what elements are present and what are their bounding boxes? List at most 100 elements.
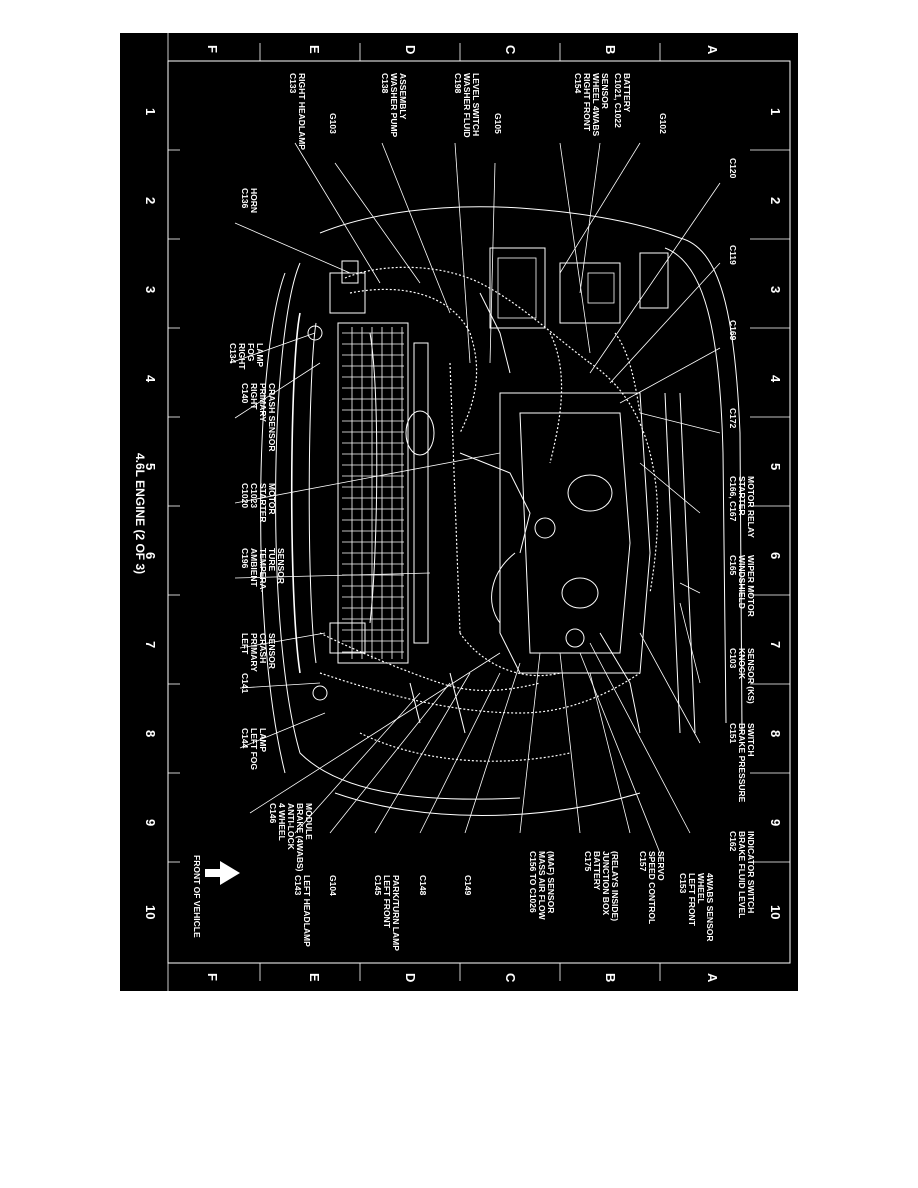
bottom-callout-2-line: RIGHT: [249, 383, 259, 410]
top-callout-9-line: WHEEL: [696, 873, 706, 904]
row-letter-f-bottom: F: [205, 973, 220, 981]
left-callout-4-line: C198: [453, 73, 463, 94]
top-callout-11-line: BATTERY: [592, 851, 602, 891]
bottom-callout-7-line: LEFT FOG: [249, 728, 259, 770]
bottom-callout-2-line: PRIMARY: [258, 383, 268, 422]
left-callout-7-line: RIGHT HEADLAMP: [297, 73, 307, 150]
top-callout-6-line: C103: [728, 648, 738, 669]
col-num-9-left: 9: [143, 819, 158, 826]
col-num-7-right: 7: [768, 641, 783, 648]
top-callout-5-line: C165: [728, 555, 738, 576]
top-callout-9-line: C153: [678, 873, 688, 894]
col-num-2-left: 2: [143, 197, 158, 204]
top-callout-13-line: C149: [463, 875, 473, 896]
left-callout-1-line: BATTERY: [622, 73, 632, 113]
left-callout-5-line: ASSEMBLY: [398, 73, 408, 120]
left-callout-4-line: LEVEL SWITCH: [471, 73, 481, 136]
bottom-callout-4-line: TURE: [267, 548, 277, 571]
bottom-callout-1-line: RIGHT: [237, 343, 247, 370]
left-callout-5-line: C138: [380, 73, 390, 94]
bottom-callout-4-line: AMBIENT: [249, 548, 259, 588]
left-callout-2-line: WHEEL 4WABS: [591, 73, 601, 136]
row-letter-c-bottom: C: [503, 973, 518, 983]
left-callout-3-line: G105: [493, 113, 503, 134]
bottom-callout-6-line: C141: [240, 673, 250, 694]
top-callout-8-line: INDICATOR SWITCH: [746, 831, 756, 913]
top-callout-3-line: C172: [728, 408, 738, 429]
col-num-5-right: 5: [768, 463, 783, 470]
engine-wiring-diagram: A B C D E F A B C D E F 1 2 3 4 5 6 7 8 …: [120, 33, 798, 991]
top-callout-7-line: BRAKE PRESSURE: [737, 723, 747, 803]
left-callout-3: G105: [493, 113, 503, 134]
col-num-3-right: 3: [768, 286, 783, 293]
col-num-9-right: 9: [768, 819, 783, 826]
grid-ticks: [168, 43, 790, 981]
bottom-callout-2-line: CRASH SENSOR: [267, 383, 277, 451]
diagram-canvas: A B C D E F A B C D E F 1 2 3 4 5 6 7 8 …: [133, 33, 791, 991]
top-callout-11-line: C175: [583, 851, 593, 872]
bottom-callout-8-line: 4 WHEEL: [277, 803, 287, 841]
top-callout-9-line: LEFT FRONT: [687, 873, 697, 927]
top-callout-13: C149: [463, 875, 473, 896]
top-callout-4-line: STARTER: [737, 476, 747, 516]
col-numbers-left: 1 2 3 4 5 6 7 8 9 10: [143, 108, 158, 919]
left-callout-6-line: G103: [328, 113, 338, 134]
top-callout-5-line: WIPER MOTOR: [746, 555, 756, 617]
left-callout-7-line: C133: [288, 73, 298, 94]
top-callout-14-line: C148: [418, 875, 428, 896]
col-num-4-right: 4: [768, 375, 783, 383]
left-callout-0: G102: [658, 113, 668, 134]
bottom-callout-5-line: SENSOR: [267, 633, 277, 669]
top-callout-12-line: C156 TO C1026: [528, 851, 538, 913]
col-num-8-right: 8: [768, 730, 783, 737]
left-callout-2-line: SENSOR: [600, 73, 610, 109]
top-callout-15-line: PARK/TURN LAMP: [391, 875, 401, 951]
row-letters-bottom: A B C D E F: [205, 973, 720, 983]
row-letter-d-bottom: D: [403, 973, 418, 982]
left-callout-2-line: C154: [573, 73, 583, 94]
top-callout-6-line: KNOCK: [737, 648, 747, 680]
col-numbers-right: 1 2 3 4 5 6 7 8 9 10: [768, 108, 783, 919]
row-letter-b-bottom: B: [603, 973, 618, 982]
bottom-callout-5-line: LEFT: [240, 633, 250, 655]
bottom-callout-2-line: C140: [240, 383, 250, 404]
top-callout-0: C120: [728, 158, 738, 179]
top-callout-0-line: C120: [728, 158, 738, 179]
col-num-8-left: 8: [143, 730, 158, 737]
top-callout-10-line: SERVO: [656, 851, 666, 881]
bottom-callout-0-line: C136: [240, 188, 250, 209]
bottom-callout-7-line: LAMP: [258, 728, 268, 752]
bottom-callout-8-line: ANTI-LOCK: [286, 803, 296, 851]
col-num-7-left: 7: [143, 641, 158, 648]
top-callout-12-line: (MAF) SENSOR: [546, 851, 556, 913]
row-letter-a-top: A: [705, 45, 720, 55]
top-callout-8-line: C162: [728, 831, 738, 852]
top-callout-4-line: MOTOR RELAY: [746, 476, 756, 538]
bottom-callout-8-line: C146: [268, 803, 278, 824]
bottom-callout-1-line: LAMP: [255, 343, 265, 367]
front-arrow-icon: [205, 861, 240, 885]
engine-compartment-art: [260, 206, 743, 816]
row-letter-c-top: C: [503, 45, 518, 55]
col-num-1-right: 1: [768, 108, 783, 115]
row-letter-e-bottom: E: [307, 973, 322, 982]
leader-lines: [229, 142, 721, 854]
top-callout-16-line: G104: [328, 875, 338, 896]
col-num-5-left: 5: [143, 463, 158, 470]
